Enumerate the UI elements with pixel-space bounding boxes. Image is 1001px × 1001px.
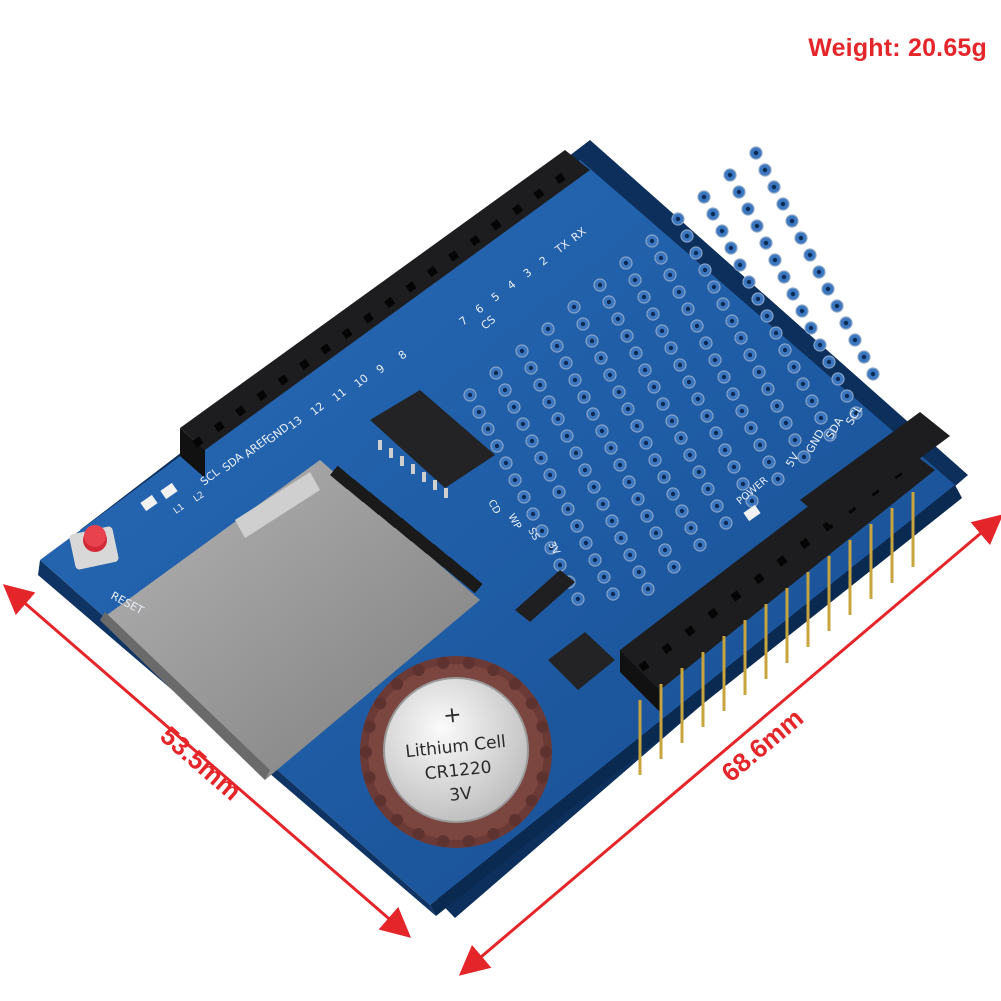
sd-contact: [378, 504, 403, 529]
header-slot: [277, 374, 289, 386]
female-header-digital: [180, 150, 590, 478]
chip-leg: [422, 472, 426, 482]
header-slot: [298, 358, 311, 371]
battery-line-3: 3V: [448, 784, 473, 806]
header-slot: [554, 172, 566, 185]
chip-leg: [389, 448, 393, 458]
header-slot: [490, 219, 502, 231]
holder-notch: [412, 664, 425, 677]
battery-plus: +: [442, 702, 463, 729]
holder-notch: [437, 835, 450, 848]
header-slot: [405, 281, 417, 293]
holder-notch: [363, 720, 376, 733]
holder-notch: [363, 771, 376, 784]
holder-notch: [391, 677, 404, 690]
header-slot: [341, 327, 353, 340]
sd-contact: [346, 478, 371, 503]
holder-notch: [508, 677, 521, 690]
holder-notch: [374, 794, 387, 807]
header-slot: [213, 420, 225, 433]
reset-button: [69, 525, 119, 570]
header-slot: [469, 234, 481, 247]
silkscreen-pin-label: 5V: [783, 450, 802, 469]
chip-leg: [433, 480, 437, 490]
header-slot: [384, 296, 396, 309]
holder-notch: [525, 697, 538, 710]
holder-notch: [487, 827, 500, 840]
header-slot: [511, 203, 524, 216]
holder-notch: [391, 814, 404, 827]
holder-notch: [374, 697, 387, 710]
holder-notch: [437, 656, 450, 669]
holder-notch: [525, 794, 538, 807]
holder-notch: [487, 664, 500, 677]
header-slot: [362, 312, 374, 324]
holder-notch: [462, 835, 475, 848]
level-shifter-chip: [370, 390, 495, 498]
sd-contact: [426, 543, 451, 568]
sd-contact: [394, 517, 419, 542]
sd-contact: [361, 491, 387, 516]
holder-notch: [462, 656, 475, 669]
header-slot: [426, 265, 438, 278]
header-slot: [256, 389, 268, 402]
header-slot: [192, 436, 204, 448]
header-slot: [533, 188, 545, 200]
holder-notch: [360, 746, 372, 758]
chip-leg: [400, 456, 404, 466]
holder-notch: [536, 720, 549, 733]
holder-notch: [536, 771, 549, 784]
weight-label: Weight: 20.65g: [808, 34, 987, 62]
header-slot: [320, 343, 332, 355]
sd-contact: [410, 530, 435, 555]
header-slot: [235, 405, 247, 417]
holder-notch: [412, 827, 425, 840]
holder-notch: [508, 814, 521, 827]
sd-contact: [330, 465, 355, 490]
header-slot: [448, 250, 460, 262]
prototyping-area: [463, 146, 880, 606]
holder-notch: [540, 746, 552, 758]
chip-leg: [411, 464, 415, 474]
chip-leg: [378, 440, 382, 450]
chip-leg: [444, 488, 448, 498]
female-header-analog: [800, 412, 950, 525]
